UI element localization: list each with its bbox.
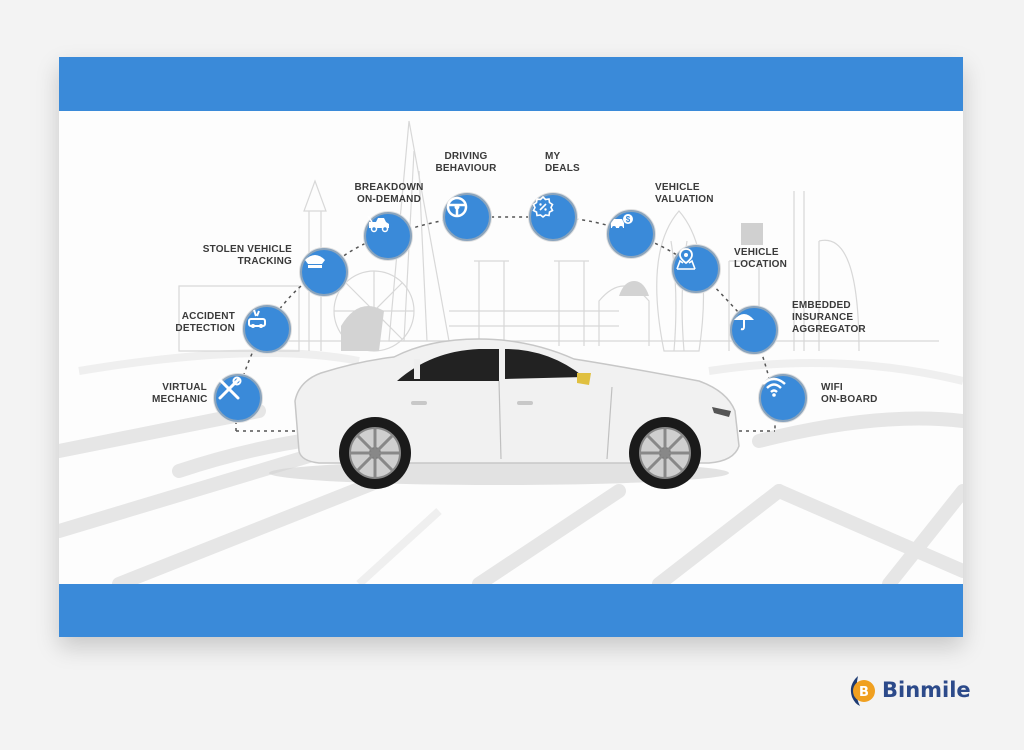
feature-label: BREAKDOWN ON-DEMAND [354,182,424,205]
brand-name: Binmile [882,678,971,702]
feature-label: STOLEN VEHICLE TRACKING [202,244,292,267]
feature-label: VEHICLE VALUATION [655,182,714,205]
crash-car-icon [243,305,291,353]
feature-label: EMBEDDED INSURANCE AGGREGATOR [792,300,866,335]
connected-car-scene: VIRTUAL MECHANIC ACCIDENT DETECTION STOL… [59,111,963,584]
feature-label: DRIVING BEHAVIOUR [435,151,497,174]
umbrella-icon [730,306,778,354]
svg-text:$: $ [626,215,631,224]
bottom-blue-band [59,584,963,637]
discount-badge-icon [529,193,577,241]
police-cap-icon [300,248,348,296]
feature-label: VEHICLE LOCATION [734,247,788,270]
car-illustration [269,338,740,489]
tow-truck-icon [364,212,412,260]
wifi-icon [759,374,807,422]
steering-wheel-icon [443,193,491,241]
binmile-logo[interactable]: B Binmile [848,673,971,707]
infographic-card: VIRTUAL MECHANIC ACCIDENT DETECTION STOL… [59,57,963,637]
wrench-screwdriver-icon [214,374,262,422]
car-dollar-icon: $ [607,210,655,258]
binmile-logo-mark-icon: B [850,676,875,706]
svg-text:B: B [859,685,869,700]
city-road-background [59,120,963,584]
feature-label: WIFI ON-BOARD [821,382,878,405]
feature-label: MY DEALS [545,151,580,174]
feature-label: ACCIDENT DETECTION [175,311,235,334]
feature-label: VIRTUAL MECHANIC [152,382,208,405]
map-pin-icon [672,245,720,293]
top-blue-band [59,57,963,111]
